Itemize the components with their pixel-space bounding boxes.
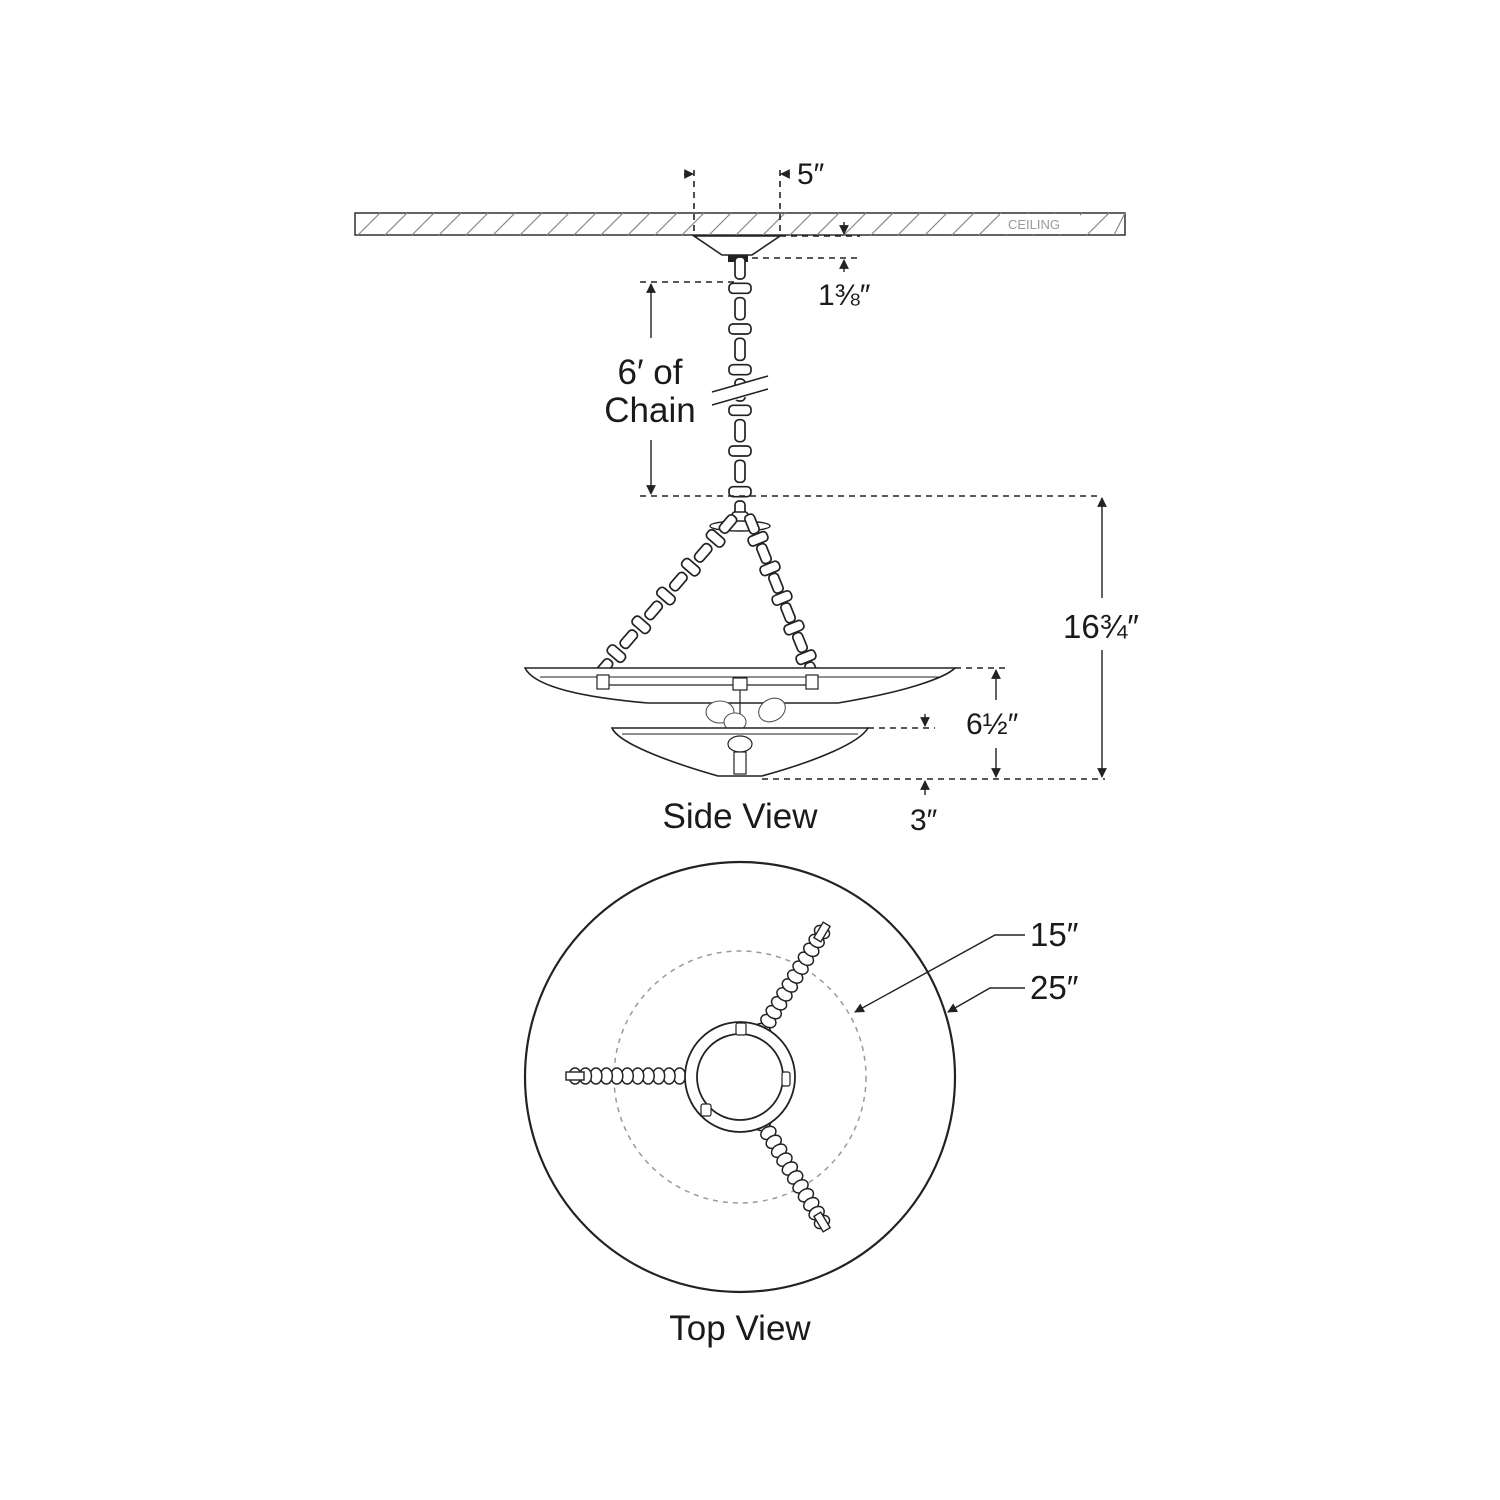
hatch-line [789,212,813,236]
hatch-line [357,212,381,236]
hatch-line [978,212,1002,236]
hatch-line [924,212,948,236]
hatch-line [897,212,921,236]
top-view-hub [684,1021,796,1133]
chain-link [680,557,701,577]
arm-end-cap [812,1211,832,1233]
hatch-line [384,212,408,236]
hatch-line [1113,212,1126,236]
chain-link [606,644,627,664]
chain-link [771,589,793,607]
chain-link [734,256,746,280]
ceiling: CEILING [354,212,1126,236]
ceiling-label: CEILING [1008,217,1060,232]
hatch-line [411,212,435,236]
chain-link [619,629,639,650]
hatch-line [735,212,759,236]
chain-link [728,282,752,295]
chain-link [734,418,746,443]
canopy-width-dimension: 5″ [684,158,825,236]
overall-height-dimension: 16¾″ [1063,497,1139,778]
chain-link [791,631,809,654]
chain-link [734,459,746,484]
chain-link [767,572,785,594]
hatch-line [843,212,867,236]
chain-link [631,615,652,635]
chain-link [668,571,688,592]
chain-link [693,542,713,563]
chain-link [718,513,738,535]
chain-link [743,513,761,535]
top-view: 15″ 25″ Top View [523,860,1079,1348]
hatch-line [438,212,462,236]
side-view-label: Side View [662,797,818,836]
canopy-height-label: 1⅜″ [818,279,871,312]
hatch-line [951,212,975,236]
bowl-height-label: 6½″ [966,708,1019,741]
overall-height-label: 16¾″ [1063,608,1139,645]
hatch-line [627,212,651,236]
chain-link [759,560,781,577]
canopy-width-label: 5″ [797,158,825,191]
chain-link [734,296,746,321]
hatch-line [600,212,624,236]
chain-link [728,404,752,417]
chain-link [728,485,752,498]
outer-diameter-label: 25″ [1030,969,1079,1006]
hatch-line [546,212,570,236]
chain-link [728,445,752,457]
chain-break-marks [711,375,771,407]
lower-bowl [610,727,870,777]
hatch-line [465,212,489,236]
chain-link [755,542,773,565]
chain-link [728,363,752,376]
chain-length-line2: Chain [604,391,695,430]
hatch-line [870,212,894,236]
hatch-line [816,212,840,236]
top-view-label: Top View [669,1309,811,1348]
chain-link [783,619,805,636]
chain-link [734,337,746,362]
hatch-line [519,212,543,236]
inner-diameter-leader: 15″ [854,916,1079,1013]
arm-end-cap [812,921,832,943]
hatch-line [654,212,678,236]
hatch-line [708,212,732,236]
chain-link [779,602,797,624]
inner-diameter-label: 15″ [1030,916,1079,953]
right-arm-chain [743,513,821,683]
chain-link [655,586,677,606]
arm-end-cap [565,1071,585,1081]
canopy-height-dimension: 1⅜″ [752,222,871,312]
outer-diameter-leader: 25″ [947,969,1079,1013]
left-arm-chain [594,513,738,679]
chain-link [728,323,752,335]
bowl-height-dimension: 6½″ [868,667,1019,778]
chain-link [795,649,817,666]
inner-bowl-circle [613,950,867,1204]
lower-bowl-height-dimension: 3″ [762,778,1105,837]
hatch-line [1086,212,1110,236]
side-view: 5″ 1⅜″ 6′ of Cha [523,158,1139,837]
hatch-line [492,212,516,236]
chain-link [747,530,769,547]
ceiling-hatching [357,212,1126,236]
chain-link [644,600,664,621]
chain-length-dimension: 6′ of Chain [604,281,1100,497]
hatch-line [762,212,786,236]
hatch-line [681,212,705,236]
lower-bowl-height-label: 3″ [910,804,938,837]
hatch-line [573,212,597,236]
chain-link [705,528,726,548]
chain-length-line1: 6′ of [618,353,683,392]
